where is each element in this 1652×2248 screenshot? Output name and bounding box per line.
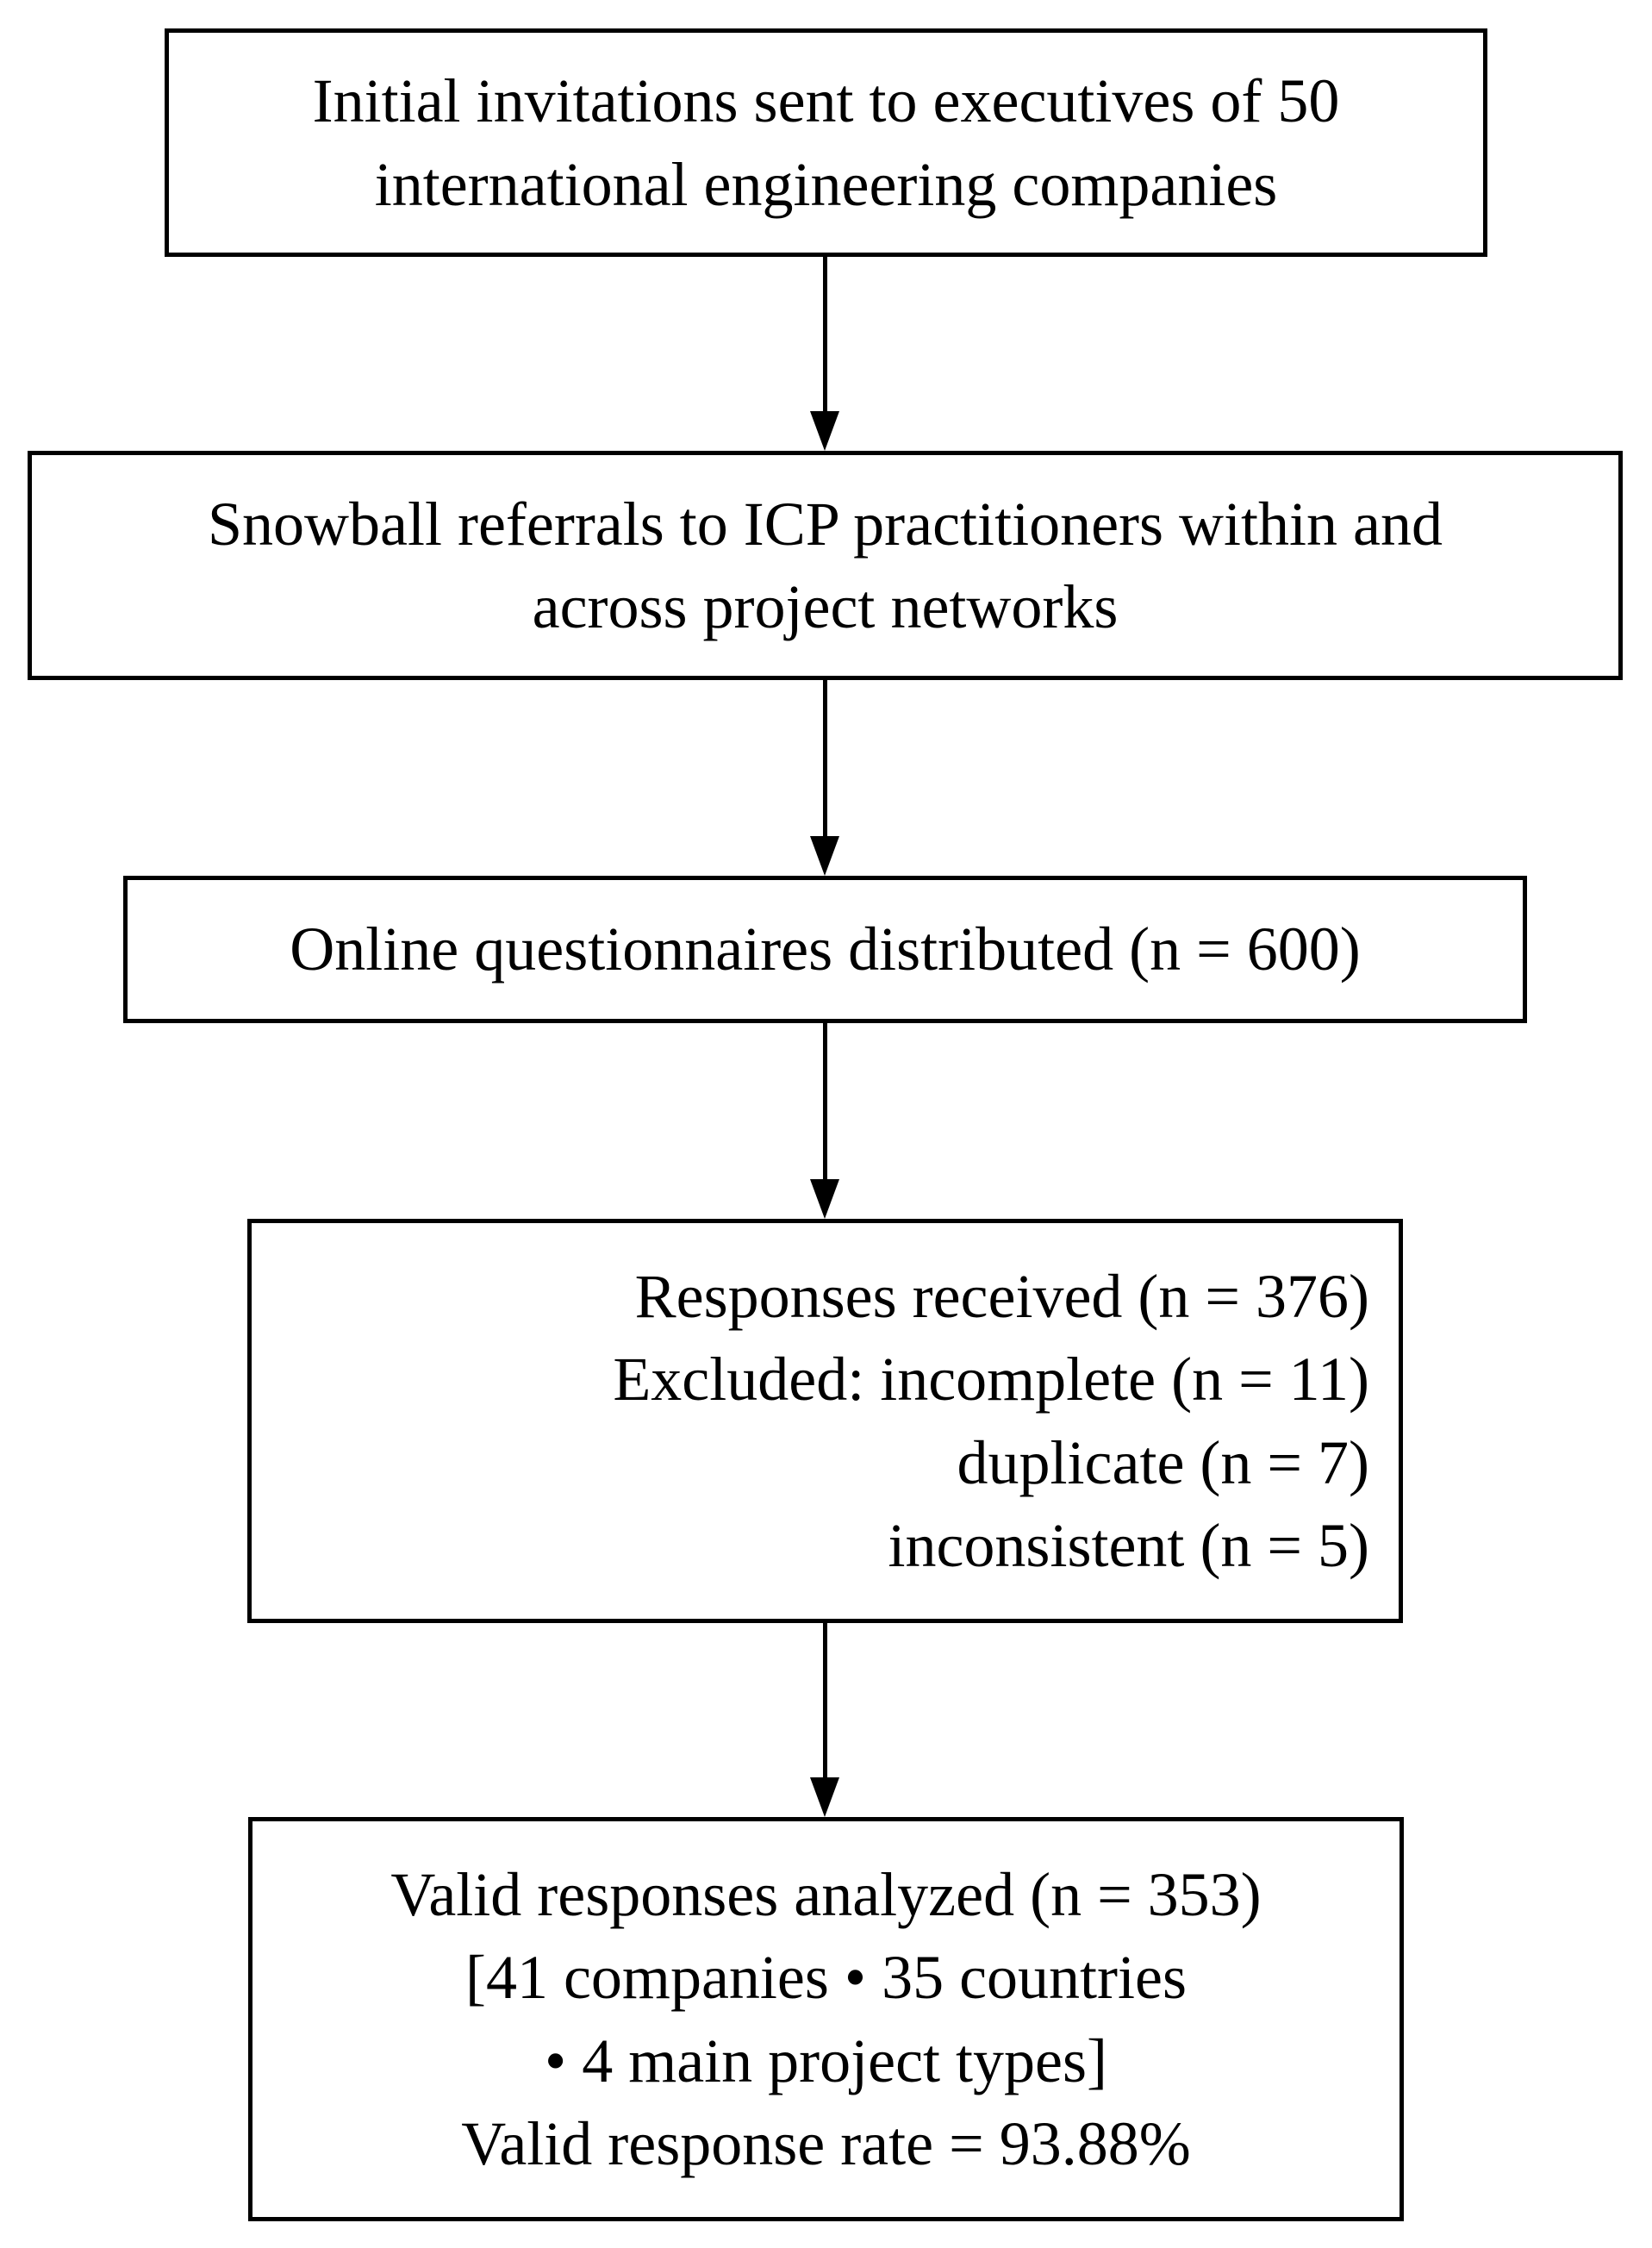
down-arrow-icon (810, 836, 839, 876)
arrow-node2-to-node3 (810, 680, 839, 876)
arrow-node1-to-node2 (810, 257, 839, 451)
arrow-shaft (822, 1623, 827, 1777)
node-5-line-2: [41 companies • 35 countries (465, 1943, 1187, 2013)
arrow-node3-to-node4 (810, 1023, 839, 1219)
node-4-line-1: Responses received (n = 376) (634, 1261, 1369, 1331)
arrow-shaft (822, 1023, 827, 1179)
down-arrow-icon (810, 411, 839, 451)
flow-node-snowball-referrals: Snowball referrals to ICP practitioners … (28, 451, 1623, 680)
node-4-line-2: Excluded: incomplete (n = 11) (613, 1345, 1369, 1414)
node-4-line-3: duplicate (n = 7) (957, 1427, 1369, 1497)
node-1-line-2: international engineering companies (374, 149, 1278, 219)
flow-node-initial-invitations: Initial invitations sent to executives o… (165, 28, 1487, 257)
node-1-line-1: Initial invitations sent to executives o… (312, 66, 1340, 136)
arrow-shaft (822, 257, 827, 411)
arrow-node4-to-node5 (810, 1623, 839, 1817)
node-2-line-2: across project networks (532, 572, 1119, 641)
flow-node-questionnaires-distributed: Online questionnaires distributed (n = 6… (123, 876, 1527, 1023)
node-4-line-4: inconsistent (n = 5) (888, 1510, 1369, 1580)
arrow-shaft (822, 680, 827, 836)
node-5-line-4: Valid response rate = 93.88% (461, 2108, 1191, 2178)
node-5-line-1: Valid responses analyzed (n = 353) (390, 1859, 1262, 1929)
down-arrow-icon (810, 1777, 839, 1817)
down-arrow-icon (810, 1179, 839, 1219)
node-2-line-1: Snowball referrals to ICP practitioners … (207, 489, 1443, 559)
flow-node-valid-responses: Valid responses analyzed (n = 353) [41 c… (248, 1817, 1404, 2221)
flow-node-responses-and-exclusions: Responses received (n = 376) Excluded: i… (247, 1219, 1403, 1623)
node-5-line-3: • 4 main project types] (544, 2026, 1108, 2095)
node-3-line-1: Online questionnaires distributed (n = 6… (290, 915, 1361, 984)
